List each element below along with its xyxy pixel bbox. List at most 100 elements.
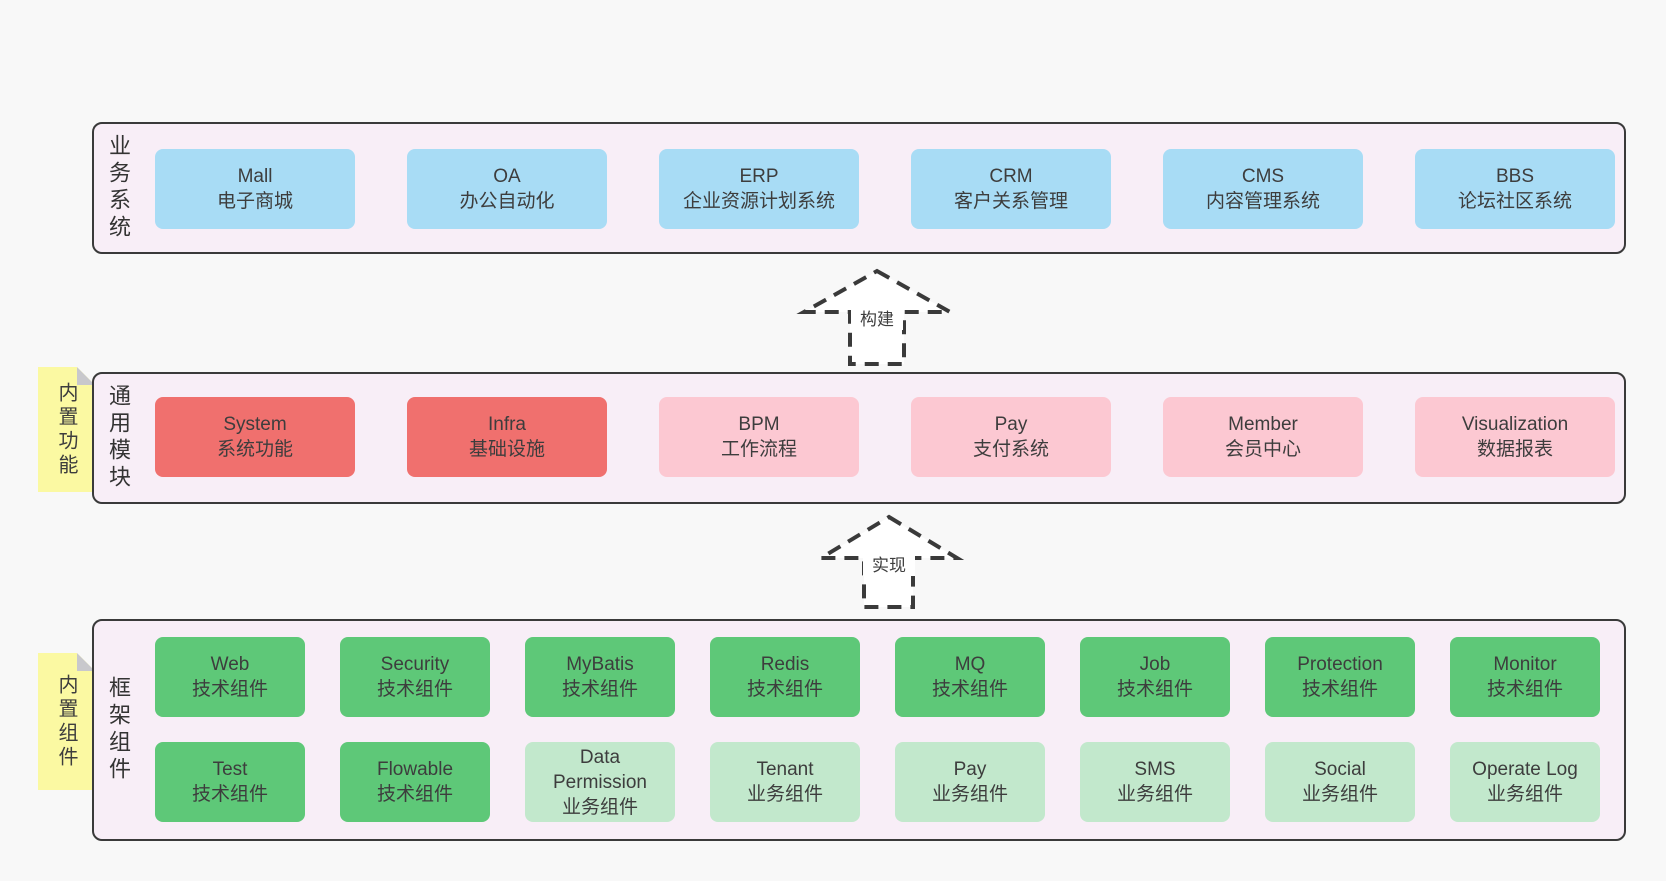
box-subtitle: 业务组件 <box>1486 784 1563 805</box>
box-title: Tenant <box>756 759 814 780</box>
box-subtitle: 企业资源计划系统 <box>682 191 835 212</box>
component-box-monitor: Monitor 技术组件 <box>1450 637 1600 717</box>
box-title: System <box>223 414 287 435</box>
component-box-security: Security 技术组件 <box>340 637 490 717</box>
box-subtitle: 技术组件 <box>191 784 268 805</box>
business-box-bbs: BBS 论坛社区系统 <box>1415 149 1615 229</box>
box-title: BPM <box>738 414 780 435</box>
box-subtitle: 会员中心 <box>1224 439 1301 460</box>
modules-row: System 系统功能 Infra 基础设施 BPM 工作流程 Pay 支付系统… <box>155 397 1615 477</box>
box-subtitle: 技术组件 <box>376 784 453 805</box>
layer-label: 业务系统 <box>106 134 131 242</box>
component-box-mybatis: MyBatis 技术组件 <box>525 637 675 717</box>
business-box-mall: Mall 电子商城 <box>155 149 355 229</box>
implement-arrow-label: 实现 <box>872 556 906 575</box>
layer-framework-components: 框架组件 Web 技术组件 Security 技术组件 MyBatis 技术组件… <box>92 619 1626 841</box>
module-box-bpm: BPM 工作流程 <box>659 397 859 477</box>
box-title: Infra <box>487 414 527 435</box>
module-box-visualization: Visualization 数据报表 <box>1415 397 1615 477</box>
box-subtitle: 支付系统 <box>972 439 1049 460</box>
box-title: Protection <box>1297 654 1383 675</box>
component-box-protection: Protection 技术组件 <box>1265 637 1415 717</box>
box-subtitle: 客户关系管理 <box>953 191 1068 212</box>
box-title: Operate Log <box>1472 759 1578 780</box>
component-box-operate-log: Operate Log 业务组件 <box>1450 742 1600 822</box>
business-row: Mall 电子商城 OA 办公自动化 ERP 企业资源计划系统 CRM 客户关系… <box>155 149 1615 229</box>
box-title: Data Permission <box>553 746 647 793</box>
component-box-test: Test 技术组件 <box>155 742 305 822</box>
box-subtitle: 办公自动化 <box>459 191 555 212</box>
box-title: BBS <box>1495 166 1535 187</box>
component-box-tenant: Tenant 业务组件 <box>710 742 860 822</box>
box-title: CMS <box>1241 166 1285 187</box>
box-subtitle: 基础设施 <box>468 439 545 460</box>
box-subtitle: 业务组件 <box>561 796 638 818</box>
implement-arrow-icon: 实现 <box>813 514 965 609</box>
component-box-web: Web 技术组件 <box>155 637 305 717</box>
business-box-erp: ERP 企业资源计划系统 <box>659 149 859 229</box>
box-subtitle: 工作流程 <box>720 439 797 460</box>
component-box-mq: MQ 技术组件 <box>895 637 1045 717</box>
sticky-note-label: 内置组件 <box>55 673 77 770</box>
box-subtitle: 技术组件 <box>561 679 638 700</box>
box-title: Web <box>210 654 250 675</box>
layer-label: 框架组件 <box>106 676 131 784</box>
box-title: OA <box>493 166 521 187</box>
component-box-data-permission: Data Permission 业务组件 <box>525 742 675 822</box>
box-title: ERP <box>739 166 779 187</box>
box-title: Member <box>1228 414 1298 435</box>
box-subtitle: 业务组件 <box>931 784 1008 805</box>
layer-business-systems: 业务系统 Mall 电子商城 OA 办公自动化 ERP 企业资源计划系统 CRM… <box>92 122 1626 254</box>
box-title: Job <box>1139 654 1171 675</box>
box-subtitle: 数据报表 <box>1476 439 1553 460</box>
box-title: Pay <box>994 414 1028 435</box>
box-title: Test <box>212 759 248 780</box>
component-box-sms: SMS 业务组件 <box>1080 742 1230 822</box>
layer-label: 通用模块 <box>106 384 131 492</box>
box-subtitle: 业务组件 <box>1116 784 1193 805</box>
box-title: MyBatis <box>566 654 634 675</box>
box-subtitle: 技术组件 <box>1116 679 1193 700</box>
box-subtitle: 技术组件 <box>191 679 268 700</box>
box-subtitle: 论坛社区系统 <box>1457 191 1572 212</box>
box-subtitle: 技术组件 <box>1486 679 1563 700</box>
box-title: Social <box>1314 759 1366 780</box>
sticky-note-builtin-features: 内置功能 <box>38 367 95 492</box>
box-title: CRM <box>989 166 1033 187</box>
module-box-member: Member 会员中心 <box>1163 397 1363 477</box>
box-title: Redis <box>760 654 810 675</box>
module-box-system: System 系统功能 <box>155 397 355 477</box>
box-title: MQ <box>954 654 986 675</box>
box-subtitle: 技术组件 <box>376 679 453 700</box>
component-box-job: Job 技术组件 <box>1080 637 1230 717</box>
components-row-2: Test 技术组件 Flowable 技术组件 Data Permission … <box>155 742 1600 822</box>
build-arrow-label: 构建 <box>860 310 894 329</box>
business-box-oa: OA 办公自动化 <box>407 149 607 229</box>
components-row-1: Web 技术组件 Security 技术组件 MyBatis 技术组件 Redi… <box>155 637 1600 717</box>
sticky-note-label: 内置功能 <box>55 381 77 478</box>
business-box-crm: CRM 客户关系管理 <box>911 149 1111 229</box>
box-subtitle: 业务组件 <box>746 784 823 805</box>
business-box-cms: CMS 内容管理系统 <box>1163 149 1363 229</box>
box-subtitle: 系统功能 <box>216 439 293 460</box>
layer-common-modules: 通用模块 System 系统功能 Infra 基础设施 BPM 工作流程 Pay… <box>92 372 1626 504</box>
box-subtitle: 电子商城 <box>216 191 293 212</box>
box-title: Flowable <box>376 759 454 780</box>
sticky-note-builtin-components: 内置组件 <box>38 653 95 790</box>
box-title: SMS <box>1134 759 1176 780</box>
box-title: Mall <box>237 166 273 187</box>
box-title: Pay <box>953 759 987 780</box>
component-box-social: Social 业务组件 <box>1265 742 1415 822</box>
box-subtitle: 技术组件 <box>746 679 823 700</box>
build-arrow-icon: 构建 <box>796 268 958 366</box>
component-box-redis: Redis 技术组件 <box>710 637 860 717</box>
box-title: Monitor <box>1493 654 1557 675</box>
module-box-infra: Infra 基础设施 <box>407 397 607 477</box>
box-title: Visualization <box>1461 414 1569 435</box>
box-subtitle: 技术组件 <box>1301 679 1378 700</box>
box-subtitle: 业务组件 <box>1301 784 1378 805</box>
component-box-flowable: Flowable 技术组件 <box>340 742 490 822</box>
component-box-pay: Pay 业务组件 <box>895 742 1045 822</box>
box-title: Security <box>380 654 450 675</box>
